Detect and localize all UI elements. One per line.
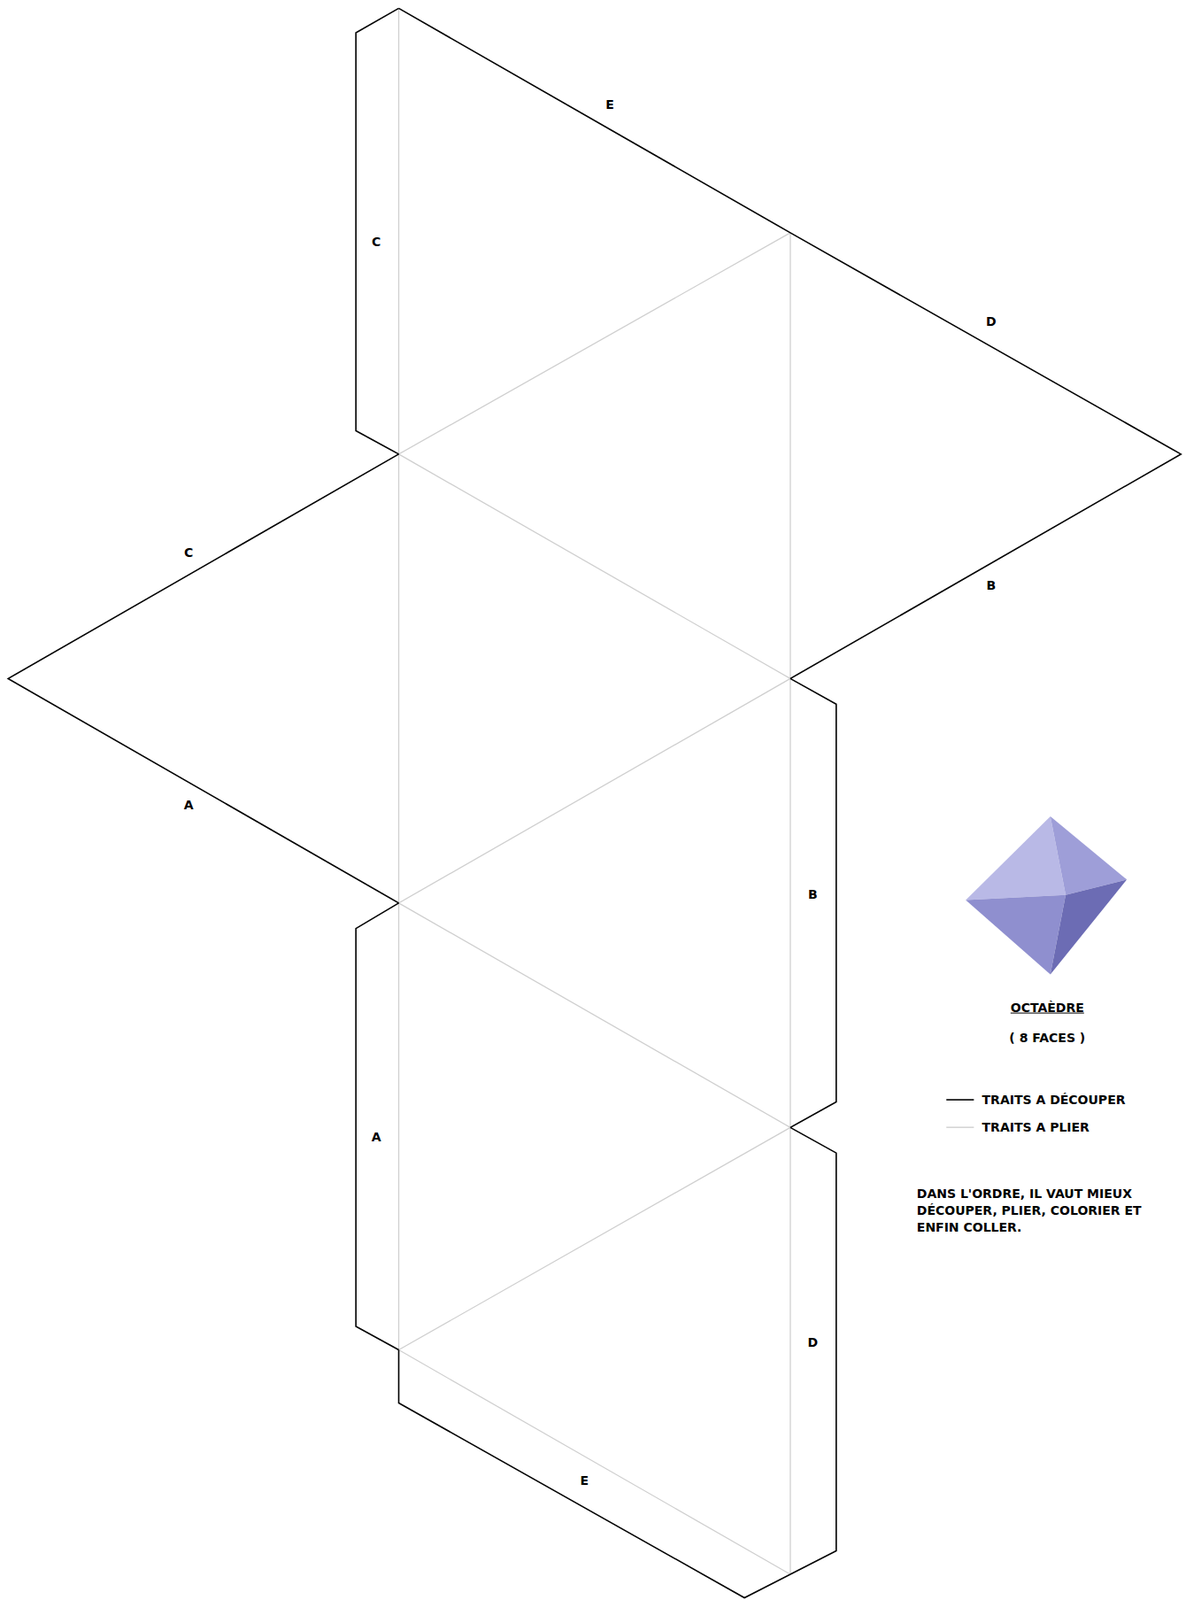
fold-lines (399, 7, 791, 1574)
legend-line-sample (946, 1098, 974, 1101)
edge-letter: A (182, 797, 196, 813)
edge-letter: B (985, 577, 999, 593)
tab-letter: E (577, 1471, 591, 1487)
edge-letter: D (984, 314, 999, 330)
edge-letter: E (603, 96, 617, 112)
legend-text: TRAITS A PLIER (982, 1119, 1090, 1134)
tab-letter: C (369, 234, 383, 250)
instruction-note: DANS L'ORDRE, IL VAUT MIEUX DÉCOUPER, PL… (916, 1185, 1170, 1236)
legend-line-sample (946, 1125, 974, 1127)
tab-letter: B (806, 886, 820, 902)
tab-letter: D (805, 1334, 820, 1350)
tab-letter: A (369, 1128, 384, 1144)
face-count: ( 8 FACES ) (1008, 1029, 1086, 1045)
edge-letter: C (182, 545, 195, 561)
title-text: OCTAÈDRE (1010, 1000, 1085, 1016)
legend-text: TRAITS A DÉCOUPER (982, 1092, 1126, 1107)
octahedron-picture (965, 816, 1127, 975)
cut-lines (7, 7, 1181, 1597)
